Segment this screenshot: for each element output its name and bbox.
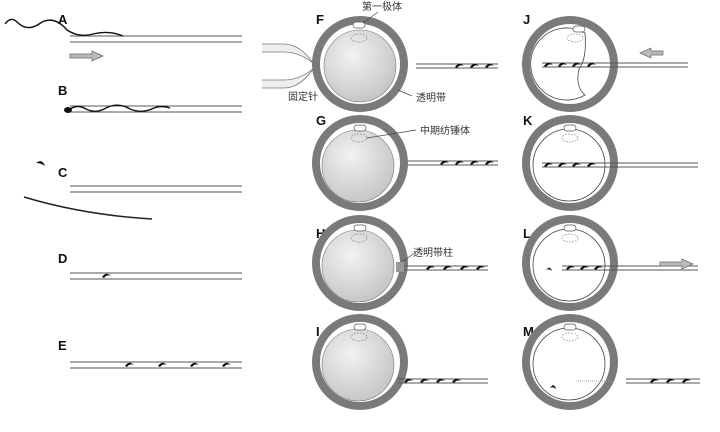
panel-d [70, 272, 242, 280]
panel-label-i: I [316, 324, 320, 339]
panel-label-e: E [58, 338, 67, 353]
arrow-right-icon [659, 258, 694, 270]
label-polar-body: 第一极体 [362, 0, 402, 13]
holding-pipette [262, 67, 315, 89]
panel-label-l: L [523, 226, 531, 241]
label-holding-pipette: 固定针 [288, 90, 318, 103]
panel-a [4, 18, 242, 62]
panel-label-h: H [316, 226, 325, 241]
panel-label-j: J [523, 12, 530, 27]
panel-g: 中期纺锤体 [312, 115, 498, 211]
sperm-tail [4, 18, 124, 37]
arrow-left-icon [639, 47, 664, 59]
panel-l [522, 215, 698, 311]
label-zona-column: 透明带柱 [413, 246, 453, 259]
panel-j [522, 16, 688, 112]
panel-label-f: F [316, 12, 324, 27]
label-zona-pellucida: 透明带 [416, 92, 446, 104]
panel-label-b: B [58, 83, 67, 98]
panel-h: 透明带柱 [312, 215, 488, 311]
panel-label-d: D [58, 251, 67, 266]
zona-column [396, 262, 404, 272]
panel-i [312, 314, 488, 410]
panel-c [23, 161, 242, 220]
arrow-right-icon [69, 50, 104, 62]
micropipette-tip [23, 196, 153, 220]
panel-label-a: A [58, 12, 68, 27]
panel-label-g: G [316, 113, 326, 128]
panel-label-c: C [58, 165, 68, 180]
panel-b [64, 104, 242, 113]
panel-e [70, 361, 242, 369]
panel-f: 第一极体 固定针 透明带 [262, 0, 498, 112]
panel-label-k: K [523, 113, 533, 128]
panel-label-m: M [523, 324, 534, 339]
panel-k [522, 115, 698, 211]
polar-body [352, 21, 366, 29]
label-metaphase-spindle: 中期纺锤体 [420, 124, 470, 137]
panel-m [522, 314, 700, 410]
